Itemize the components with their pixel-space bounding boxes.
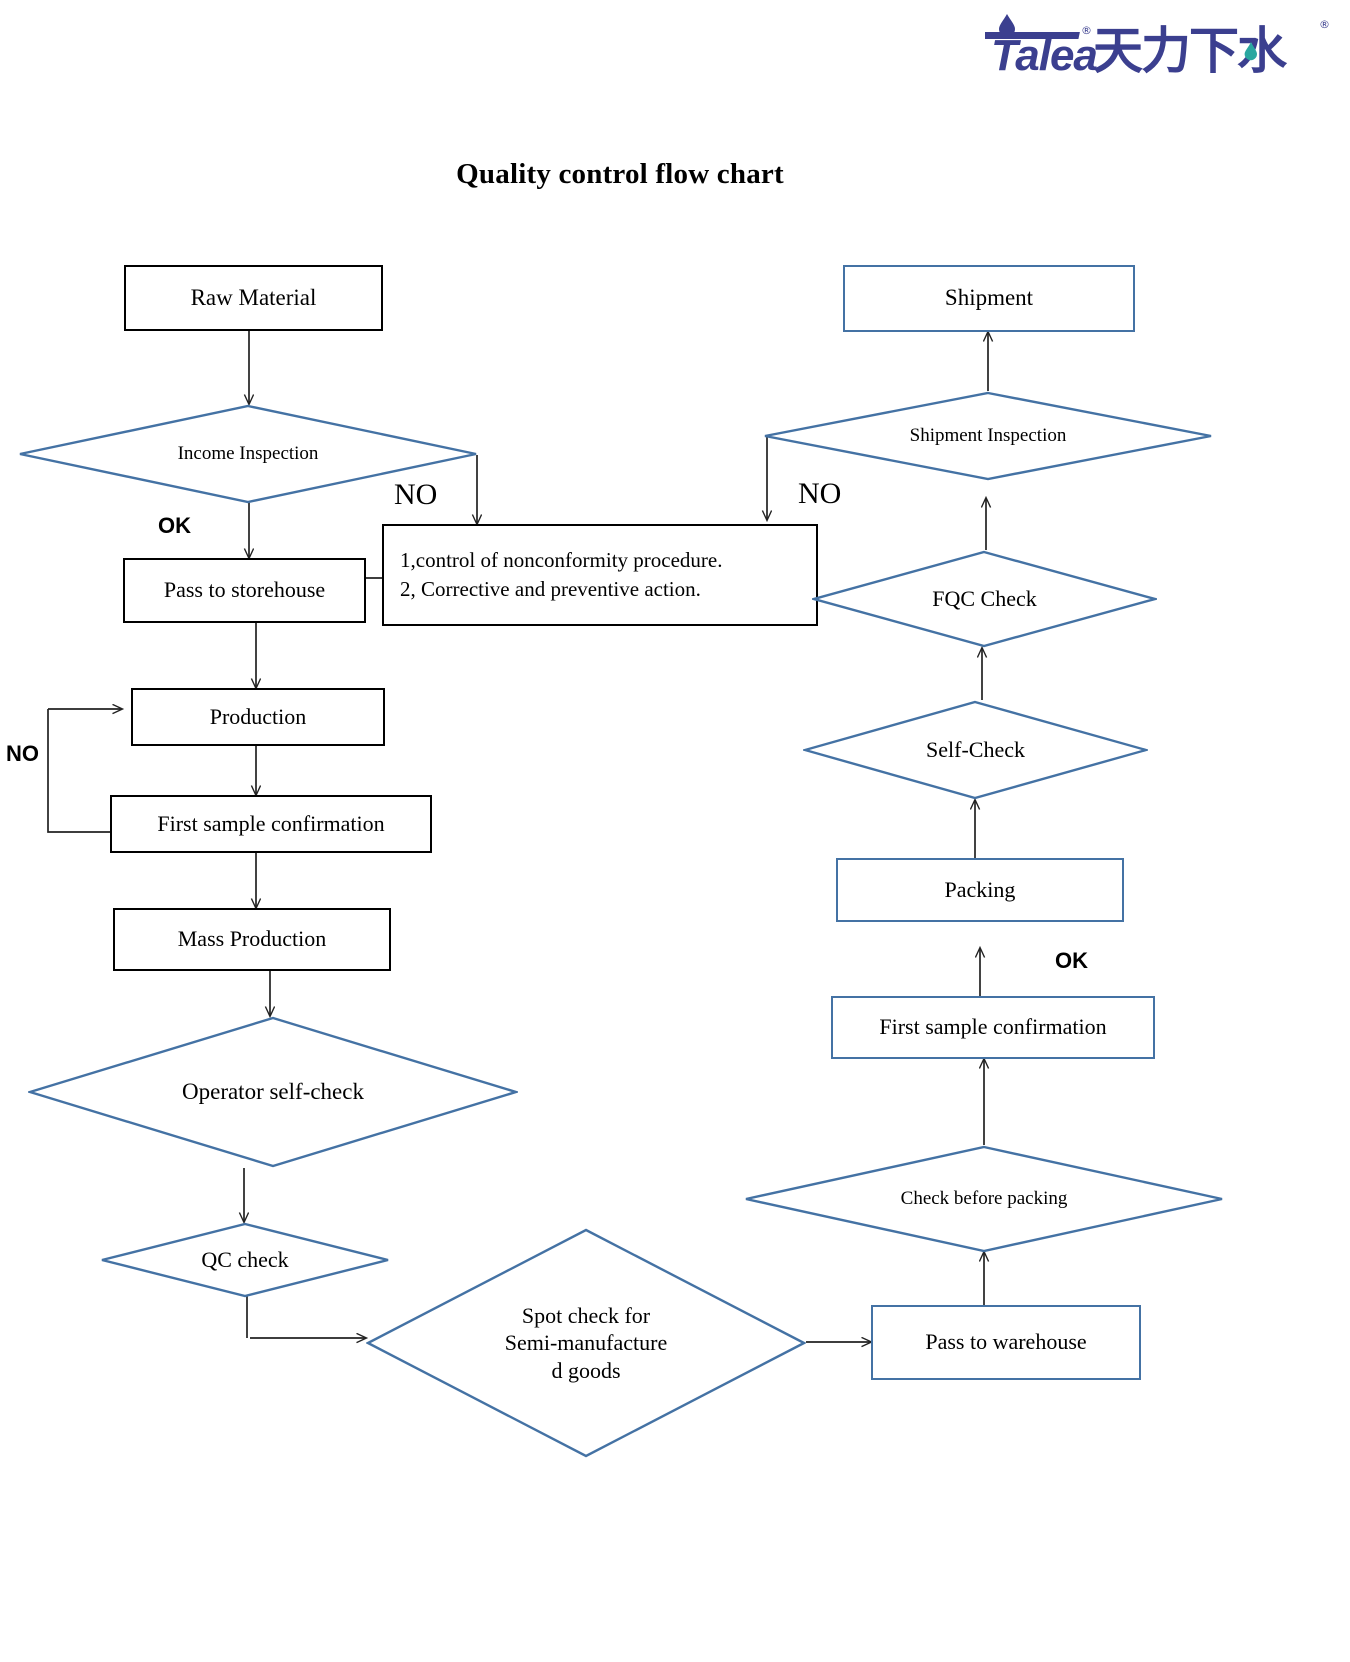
node-shipment-inspection: Shipment Inspection: [763, 391, 1213, 481]
node-label: Raw Material: [190, 284, 317, 310]
node-production: Production: [131, 688, 385, 746]
svg-text:天力下水: 天力下水: [1093, 22, 1288, 80]
node-pass-to-warehouse: Pass to warehouse: [871, 1305, 1141, 1380]
node-pass-to-storehouse: Pass to storehouse: [123, 558, 366, 623]
nonconformity-line-2: 2, Corrective and preventive action.: [400, 577, 701, 601]
spot-check-line-2: Semi-manufacture: [504, 1330, 668, 1356]
node-label: Income Inspection: [177, 443, 319, 465]
page-title: Quality control flow chart: [456, 158, 784, 190]
node-label: Shipment: [944, 285, 1034, 311]
node-operator-self-check: Operator self-check: [28, 1016, 518, 1168]
node-label: FQC Check: [932, 586, 1037, 612]
company-logo: Talea 天力下水 ® ®: [985, 8, 1335, 88]
node-raw-material: Raw Material: [124, 265, 383, 331]
annotation-ok-income: OK: [158, 513, 191, 538]
nonconformity-text-block: 1,control of nonconformity procedure. 2,…: [384, 546, 816, 605]
node-label: QC check: [201, 1247, 289, 1273]
annotation-no-income: NO: [394, 478, 438, 511]
node-label-block: Spot check for Semi-manufacture d goods: [505, 1302, 668, 1385]
svg-text:®: ®: [1319, 18, 1330, 31]
node-label: Self-Check: [926, 737, 1025, 763]
node-label: First sample confirmation: [157, 810, 385, 836]
svg-text:®: ®: [1081, 24, 1092, 37]
node-self-check: Self-Check: [803, 700, 1148, 800]
node-shipment: Shipment: [843, 265, 1135, 332]
node-income-inspection: Income Inspection: [18, 404, 478, 504]
node-label: Operator self-check: [182, 1078, 364, 1104]
nonconformity-line-1: 1,control of nonconformity procedure.: [400, 547, 723, 572]
annotation-no-shipment: NO: [798, 477, 842, 510]
annotation-ok-packing: OK: [1055, 948, 1088, 973]
node-label: Production: [209, 703, 307, 729]
node-first-sample-confirmation-right: First sample confirmation: [831, 996, 1155, 1059]
node-fqc-check: FQC Check: [812, 550, 1157, 648]
node-label: Shipment Inspection: [909, 425, 1067, 447]
node-label: First sample confirmation: [879, 1014, 1107, 1040]
spot-check-line-1: Spot check for: [521, 1302, 651, 1328]
svg-text:Talea: Talea: [991, 31, 1097, 80]
node-label: Packing: [944, 876, 1016, 902]
node-label: Check before packing: [900, 1188, 1068, 1210]
node-spot-check-semi-manufactured: Spot check for Semi-manufacture d goods: [366, 1228, 806, 1458]
node-mass-production: Mass Production: [113, 908, 391, 971]
node-check-before-packing: Check before packing: [744, 1145, 1224, 1253]
node-label: Mass Production: [177, 926, 327, 952]
node-first-sample-confirmation-left: First sample confirmation: [110, 795, 432, 853]
node-nonconformity-procedure: 1,control of nonconformity procedure. 2,…: [382, 524, 818, 626]
annotation-no-production-loop: NO: [6, 741, 39, 766]
node-label: Pass to warehouse: [925, 1329, 1087, 1355]
node-packing: Packing: [836, 858, 1124, 922]
node-qc-check: QC check: [100, 1222, 390, 1298]
spot-check-line-3: d goods: [551, 1357, 621, 1383]
node-label: Pass to storehouse: [163, 577, 326, 603]
